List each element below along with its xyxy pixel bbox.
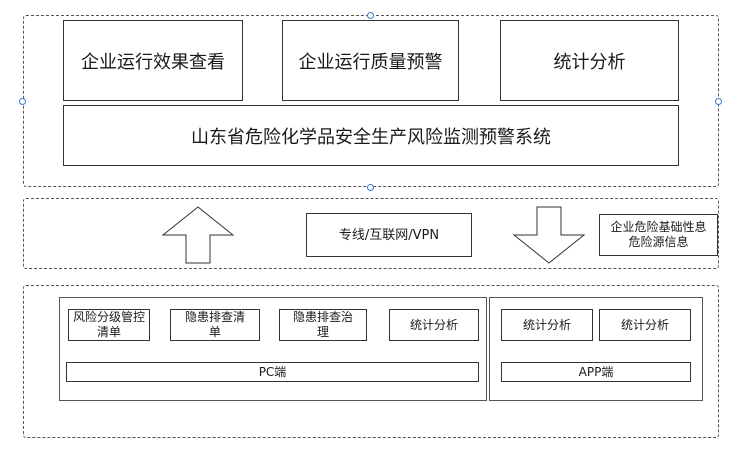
app-module-statistics-2: 统计分析	[599, 309, 691, 341]
module-enterprise-performance-label: 企业运行效果查看	[81, 51, 225, 73]
client-layer-container	[23, 285, 719, 438]
network-channel-box: 专线/互联网/VPN	[306, 213, 472, 257]
app-client-label-box: APP端	[501, 362, 691, 382]
module-enterprise-performance: 企业运行效果查看	[63, 20, 243, 101]
download-arrow-icon	[512, 206, 586, 264]
app-client-label: APP端	[578, 364, 614, 379]
pc-client-label: PC端	[258, 364, 287, 379]
module-statistics: 统计分析	[500, 20, 679, 101]
pc-module-statistics: 统计分析	[389, 309, 479, 341]
module-enterprise-quality-warning-label: 企业运行质量预警	[298, 51, 443, 73]
app-client-panel	[489, 297, 703, 401]
system-title: 山东省危险化学品安全生产风险监测预警系统	[191, 126, 551, 148]
data-source-box: 企业危险基础性息危险源信息	[599, 214, 718, 256]
pc-module-hazard-remediation: 隐患排查治理	[279, 309, 367, 341]
pc-module-hazard-inspection-list: 隐患排查清单	[170, 309, 260, 341]
pc-module-statistics-label: 统计分析	[409, 317, 458, 332]
upload-arrow-icon	[161, 206, 235, 264]
pc-module-risk-control-list: 风险分级管控清单	[68, 309, 150, 341]
app-module-statistics-2-label: 统计分析	[620, 317, 669, 332]
pc-module-risk-control-list-label: 风险分级管控清单	[72, 310, 145, 339]
selection-handle-bottom[interactable]	[367, 184, 374, 191]
pc-module-hazard-inspection-list-label: 隐患排查清单	[184, 310, 245, 339]
selection-handle-top[interactable]	[367, 12, 374, 19]
app-module-statistics-1-label: 统计分析	[522, 317, 571, 332]
pc-module-hazard-remediation-label: 隐患排查治理	[292, 310, 353, 339]
app-module-statistics-1: 统计分析	[501, 309, 593, 341]
module-statistics-label: 统计分析	[553, 51, 626, 73]
system-title-box: 山东省危险化学品安全生产风险监测预警系统	[63, 105, 679, 166]
transport-layer-container	[23, 198, 719, 269]
module-enterprise-quality-warning: 企业运行质量预警	[282, 20, 459, 101]
selection-handle-left[interactable]	[19, 98, 26, 105]
selection-handle-right[interactable]	[715, 98, 722, 105]
network-channel-label: 专线/互联网/VPN	[338, 227, 440, 243]
pc-client-panel	[59, 297, 487, 401]
data-source-label: 企业危险基础性息危险源信息	[610, 220, 707, 249]
pc-client-label-box: PC端	[66, 362, 479, 382]
